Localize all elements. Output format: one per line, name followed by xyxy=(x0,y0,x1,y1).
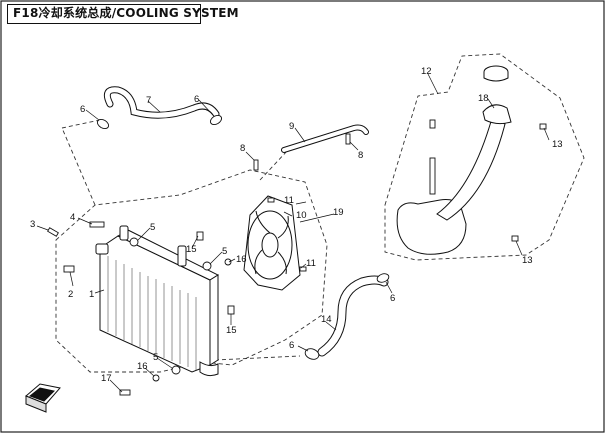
callout-10: 10 xyxy=(296,210,307,221)
callout-6d: 6 xyxy=(390,293,395,304)
hose-link-dash-2 xyxy=(61,119,101,129)
callout-5c: 5 xyxy=(153,352,158,363)
callout-5b: 5 xyxy=(222,246,227,257)
callout-8b: 8 xyxy=(358,150,363,161)
fasteners-and-clamps xyxy=(47,114,547,396)
front-direction-arrow-icon xyxy=(25,383,61,413)
reservoir-group-outline xyxy=(384,53,585,261)
callout-labels: 1 2 3 4 5 5 5 6 6 6 6 7 8 8 9 10 11 11 1… xyxy=(30,66,563,384)
assembly-group-outlines xyxy=(55,53,585,373)
callout-3: 3 xyxy=(30,219,35,230)
callout-13a: 13 xyxy=(552,139,563,150)
callout-2: 2 xyxy=(68,289,73,300)
callout-7: 7 xyxy=(146,95,151,106)
radiator xyxy=(95,225,220,377)
callout-6b: 6 xyxy=(194,94,199,105)
callout-12: 12 xyxy=(421,66,432,77)
callout-13b: 13 xyxy=(522,255,533,266)
callout-6c: 6 xyxy=(289,340,294,351)
callout-leaders xyxy=(36,73,550,393)
callout-11a: 11 xyxy=(284,195,294,206)
callout-4: 4 xyxy=(70,212,75,223)
callout-19: 19 xyxy=(333,207,344,218)
radiator-group-outline xyxy=(55,169,328,373)
callout-17: 17 xyxy=(101,373,112,384)
callout-11b: 11 xyxy=(306,258,316,269)
fan-shroud xyxy=(243,195,301,291)
callout-15a: 15 xyxy=(186,244,197,255)
callout-14: 14 xyxy=(321,314,332,325)
callout-15b: 15 xyxy=(226,325,237,336)
hose-link-dash-3 xyxy=(214,355,301,361)
hose-link-dash-4 xyxy=(259,149,289,181)
callout-16a: 16 xyxy=(236,254,247,265)
callout-6a: 6 xyxy=(80,104,85,115)
callout-5a: 5 xyxy=(150,222,155,233)
callout-8a: 8 xyxy=(240,143,245,154)
callout-16b: 16 xyxy=(137,361,148,372)
callout-9: 9 xyxy=(289,121,294,132)
diagram-title: F18冷却系统总成/COOLING SYSTEM xyxy=(7,4,239,24)
callout-1: 1 xyxy=(89,289,94,300)
coolant-reservoir xyxy=(396,65,512,255)
callout-18: 18 xyxy=(478,93,489,104)
hose-link-dash-1 xyxy=(61,127,96,206)
